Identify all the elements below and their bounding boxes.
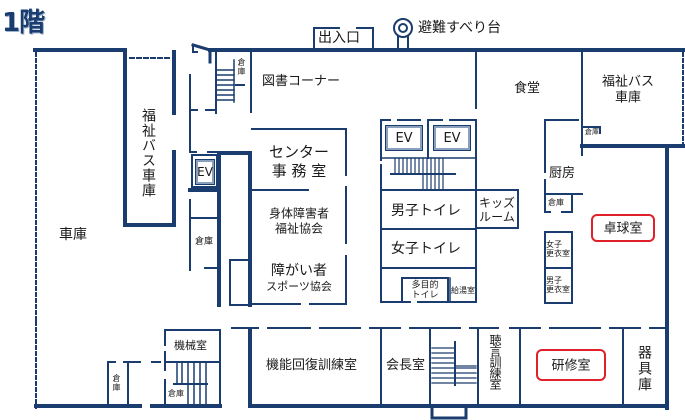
room-womens-toilet[interactable]: 女子トイレ [391, 241, 461, 257]
room-welfare-bus-garage-right[interactable]: 福祉バス 車庫 [602, 76, 654, 105]
room-label-line1: 女子 [546, 240, 562, 249]
floor-title: 1階 [2, 8, 45, 38]
room-label-line1: 多目的 [411, 280, 439, 291]
elevator-1[interactable]: EV [385, 125, 423, 151]
room-machine[interactable]: 機械室 [174, 339, 207, 352]
room-label-line2: 更衣室 [546, 285, 570, 295]
room-welfare-bus-garage-left[interactable]: 福祉バス車庫 [140, 108, 156, 198]
room-training[interactable]: 研修室 [551, 358, 591, 374]
highlight-training-room [536, 349, 606, 381]
room-label-line1: センター [268, 143, 330, 161]
room-disabled-welfare-association[interactable]: 身体障害者 福祉協会 [269, 208, 329, 235]
room-mens-toilet[interactable]: 男子トイレ [391, 203, 461, 219]
room-garage[interactable]: 車庫 [59, 227, 87, 243]
room-center-office[interactable]: センター 事 務 室 [269, 145, 329, 179]
room-label-line2: スポーツ協会 [266, 280, 332, 293]
room-storage-dining[interactable]: 倉庫 [585, 128, 599, 136]
room-kitchen[interactable]: 厨房 [549, 166, 576, 181]
room-chairman[interactable]: 会長室 [386, 358, 426, 373]
room-disabled-sports-association[interactable]: 障がい者 スポーツ協会 [266, 264, 332, 292]
room-library-corner[interactable]: 図書コーナー [262, 74, 341, 89]
room-label-line2: 事 務 室 [271, 162, 327, 180]
room-label-line2: 車庫 [614, 90, 642, 106]
room-rehab-training[interactable]: 機能回復訓練室 [266, 358, 358, 373]
room-label-line2: トイレ [411, 290, 439, 301]
room-storage-bottom-left[interactable]: 倉庫 [112, 374, 121, 392]
circle-slide-icon [394, 19, 412, 37]
room-hearing-speech-training[interactable]: 聴言訓練室 [488, 334, 502, 389]
room-label-line1: 障がい者 [271, 263, 327, 279]
room-label-line1: キッズ [478, 196, 516, 210]
room-multipurpose-toilet[interactable]: 多目的 トイレ [411, 280, 439, 301]
room-label-line1: 福祉バス [601, 74, 655, 90]
entrance-label: 出入口 [318, 30, 360, 46]
room-womens-changing[interactable]: 女子 更衣室 [546, 240, 570, 258]
room-label-line2: 更衣室 [546, 249, 570, 259]
room-hot-water[interactable]: 給湯室 [451, 286, 475, 295]
room-label-line2: ルーム [479, 210, 515, 224]
room-mens-changing[interactable]: 男子 更衣室 [546, 276, 570, 294]
room-label-line1: 男子 [546, 276, 562, 285]
room-storage-machine[interactable]: 倉庫 [168, 389, 184, 398]
room-storage-top[interactable]: 倉庫 [237, 58, 246, 76]
room-label-line1: 身体障害者 [268, 206, 330, 221]
room-label-line2: 福祉協会 [274, 221, 324, 236]
room-equipment-storage[interactable]: 器具庫 [636, 345, 652, 393]
highlight-table-tennis [591, 214, 655, 242]
room-dining[interactable]: 食堂 [514, 81, 541, 96]
evacuation-slide-label: 避難すべり台 [418, 20, 502, 36]
elevator-left[interactable]: EV [195, 159, 215, 185]
room-storage-left[interactable]: 倉庫 [195, 237, 214, 247]
elevator-2[interactable]: EV [433, 125, 471, 151]
room-kids-room[interactable]: キッズ ルーム [479, 197, 515, 223]
room-table-tennis[interactable]: 卓球室 [603, 221, 643, 237]
room-storage-kitchen[interactable]: 倉庫 [548, 198, 564, 207]
